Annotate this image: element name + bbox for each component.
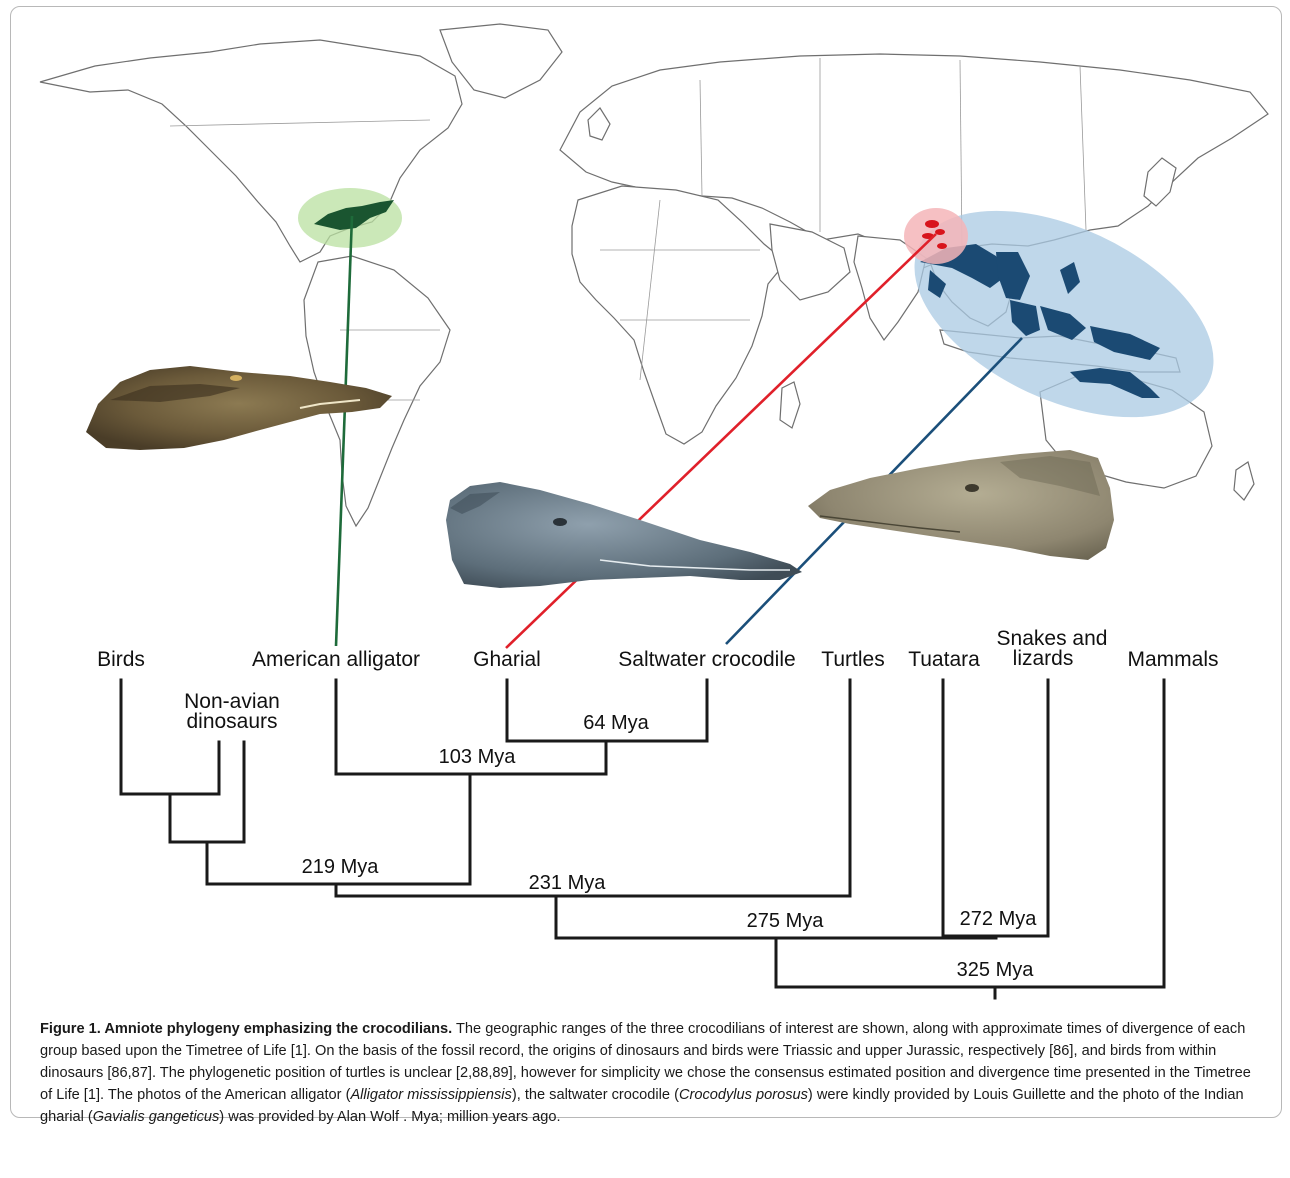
label-turtles: Turtles (821, 648, 884, 671)
new-zealand-landmass (1234, 462, 1254, 500)
label-tuatara: Tuatara (908, 648, 980, 671)
age-325-mya: 325 Mya (957, 959, 1035, 981)
madagascar-landmass (780, 382, 800, 428)
label-saltwater-crocodile: Saltwater crocodile (618, 648, 795, 671)
age-64-mya: 64 Mya (583, 712, 649, 734)
gharial-photo (446, 482, 802, 588)
label-american-alligator: American alligator (252, 648, 420, 671)
north-america-landmass (40, 40, 462, 262)
age-231-mya: 231 Mya (529, 872, 607, 894)
caption-species-alligator: Alligator mississippiensis (350, 1087, 511, 1103)
age-103-mya: 103 Mya (439, 746, 517, 768)
taxon-labels: Birds Non-avian dinosaurs American allig… (97, 627, 1218, 733)
caption-species-gharial: Gavialis gangeticus (93, 1109, 220, 1125)
label-mammals: Mammals (1127, 648, 1218, 671)
branch-lepidosaurs (943, 680, 1048, 936)
caption-text-4: ) was provided by Alan Wolf . Mya; milli… (219, 1109, 560, 1125)
age-219-mya: 219 Mya (302, 856, 380, 878)
africa-landmass (572, 186, 786, 444)
caption-text-2: ), the saltwater crocodile ( (512, 1087, 679, 1103)
label-gharial: Gharial (473, 648, 541, 671)
label-snakes-line2: lizards (1013, 647, 1074, 670)
label-birds: Birds (97, 648, 145, 671)
divergence-labels: 64 Mya 103 Mya 219 Mya 231 Mya 272 Mya 2… (302, 712, 1038, 981)
age-275-mya: 275 Mya (747, 910, 825, 932)
branch-dinosaurs-stem (170, 742, 244, 842)
age-272-mya: 272 Mya (960, 908, 1038, 930)
saltwater-crocodile-photo (808, 450, 1114, 560)
caption-species-crocodile: Crocodylus porosus (679, 1087, 808, 1103)
phylogeny-figure: Birds Non-avian dinosaurs American allig… (0, 0, 1290, 1000)
figure-caption: Figure 1. Amniote phylogeny emphasizing … (40, 1018, 1260, 1128)
label-non-avian-line2: dinosaurs (186, 710, 277, 733)
branch-amniotes (776, 680, 1164, 987)
caption-label: Figure 1. Amniote phylogeny emphasizing … (40, 1021, 452, 1037)
